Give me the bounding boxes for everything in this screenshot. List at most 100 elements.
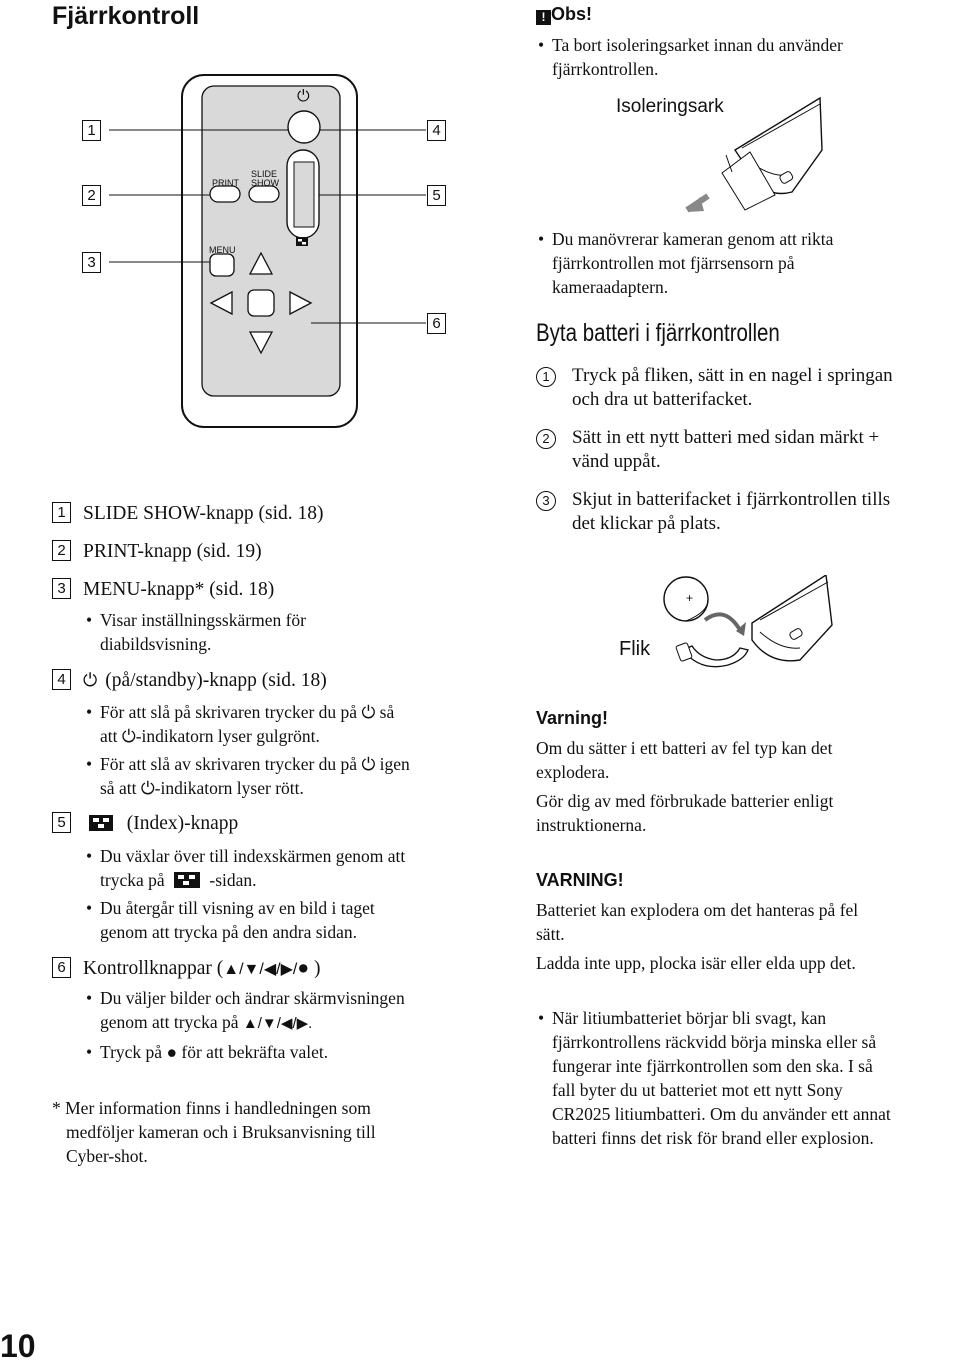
step-text: det klickar på plats. [572,513,721,534]
center-button-icon: ● [166,1042,178,1062]
battery-note-bullet: • När litiumbatteriet börjar bli svagt, … [538,1008,891,1148]
item-5-bullet-1: • Du växlar över till indexskärmen genom… [86,846,406,890]
power-icon: ⏻ [121,726,136,746]
step-text: vänd uppåt. [572,451,661,472]
item-5-text: (Index)-knapp [126,813,239,834]
callout-1: 1 [82,120,101,141]
item-5-number: 5 [52,812,71,833]
bullet-text: så [379,702,395,722]
bullet-text: Du manövrerar kameran genom att rikta [552,229,834,249]
step-text: Skjut in batterifacket i fjärrkontrollen… [572,489,891,510]
bullet-text: fjärrkontrollens räckvidd börja minska e… [552,1032,877,1052]
bullet-text: Du väljer bilder och ändrar skärmvisning… [100,988,405,1008]
center-button-icon: ● [297,957,310,979]
sheet-label: Isoleringsark [616,96,724,117]
obs-heading: !Obs! [536,4,592,25]
item-2-number: 2 [52,540,71,561]
note-icon: ! [536,10,551,25]
item-5-bullet-2: • Du återgår till visning av en bild i t… [86,898,375,942]
warning-text: explodera. [536,762,610,782]
bullet-text: Ta bort isoleringsarket innan du använde… [552,35,843,55]
warning-heading-caps: VARNING! [536,870,624,890]
bullet-text: -indikatorn lyser rött. [154,778,304,798]
callout-6: 6 [427,313,446,334]
battery-replacement-illustration [663,575,833,668]
bullet-text: Du återgår till visning av en bild i tag… [100,898,375,918]
warning-heading: Varning! [536,708,609,728]
warning-paragraph-3: Batteriet kan explodera om det hanteras … [536,898,936,946]
bullet-text: för att bekräfta valet. [181,1042,329,1062]
bullet-text: batteri finns det risk för brand eller e… [552,1128,874,1148]
index-icon [174,872,200,888]
bullet-text: För att slå av skrivaren trycker du på [100,754,358,774]
index-icon [88,815,113,831]
item-4-bullet-1: • För att slå på skrivaren trycker du på… [86,702,395,746]
item-3: 3 MENU-knapp* (sid. 18) [52,578,274,602]
bullet-text: igen [379,754,410,774]
menu-label: MENU [209,245,236,255]
item-4-text: (på/standby)-knapp (sid. 18) [105,670,327,691]
bullet-line: Visar inställningsskärmen för [100,610,306,630]
footnote: * Mer information finns i handledningen … [52,1096,376,1168]
bullet-text: För att slå på skrivaren trycker du på [100,702,358,722]
warning-text: Batteriet kan explodera om det hanteras … [536,900,859,920]
item-3-text: MENU-knapp* (sid. 18) [83,579,275,600]
footnote-line: medföljer kameran och i Bruksanvisning t… [66,1122,376,1142]
power-icon: ⏻ [361,754,376,774]
callout-3: 3 [82,252,101,273]
obs-heading-text: Obs! [551,4,593,24]
bullet-text: -sidan. [209,870,257,890]
item-3-bullet: • Visar inställningsskärmen för diabilds… [86,610,306,654]
print-label: PRINT [212,178,239,188]
step-text: och dra ut batterifacket. [572,389,753,410]
bullet-text: att [100,726,118,746]
callout-2: 2 [82,185,101,206]
bullet-text: fjärrkontrollen. [552,59,659,79]
footnote-line: Cyber-shot. [66,1146,148,1166]
item-4-bullet-2: • För att slå av skrivaren trycker du på… [86,754,410,798]
callout-5: 5 [427,185,446,206]
warning-text: Om du sätter i ett batteri av fel typ ka… [536,738,833,758]
obs-bullet-2: • Du manövrerar kameran genom att rikta … [538,229,834,297]
callout-4: 4 [427,120,446,141]
item-6-bullet-1: • Du väljer bilder och ändrar skärmvisni… [86,988,405,1032]
step-number: 2 [536,429,556,449]
bullet-line: diabildsvisning. [100,634,212,654]
warning-paragraph-4: Ladda inte upp, plocka isär eller elda u… [536,953,856,973]
item-6-number: 6 [52,957,71,978]
warning-text: instruktionerna. [536,815,647,835]
bullet-text: Tryck på [100,1042,163,1062]
warning-paragraph-1: Om du sätter i ett batteri av fel typ ka… [536,736,936,784]
bullet-text: fungerar inte fjärrkontrollen som den sk… [552,1056,873,1076]
warning-text: sätt. [536,924,565,944]
bullet-text: trycka på [100,870,165,890]
item-1-text: SLIDE SHOW-knapp (sid. 18) [83,503,324,524]
item-5: 5 (Index)-knapp [52,812,238,836]
bullet-text: genom att trycka på [100,1012,239,1032]
power-icon: ⏻ [140,778,155,798]
obs-bullet-1: • Ta bort isoleringsarket innan du använ… [538,35,843,79]
bullet-text: CR2025 litiumbatteri. Om du använder ett… [552,1104,891,1124]
arrows-icon: ▲/▼/◀/▶/ [223,961,298,978]
bullet-text: så att [100,778,137,798]
bullet-text: Du växlar över till indexskärmen genom a… [100,846,406,866]
power-icon: ⏻ [361,702,376,722]
item-3-number: 3 [52,578,71,599]
battery-heading: Byta batteri i fjärrkontrollen [536,319,780,347]
power-symbol-label: ⏻ [297,88,310,105]
page-number: 10 [0,1328,36,1364]
insulation-sheet-illustration [685,96,823,213]
item-6-bullet-2: • Tryck på ● för att bekräfta valet. [86,1042,329,1062]
step-number: 1 [536,367,556,387]
step-text: Tryck på fliken, sätt in en nagel i spri… [572,365,893,386]
slide-label-1: SLIDE [251,169,278,179]
item-6-text: ) [313,958,321,979]
warning-text: Gör dig av med förbrukade batterier enli… [536,791,834,811]
bullet-text: kameraadaptern. [552,277,669,297]
step-text: Sätt in ett nytt batteri med sidan märkt… [572,427,880,448]
battery-plus-sign: + [686,591,694,605]
bullet-text: genom att trycka på den andra sidan. [100,922,358,942]
